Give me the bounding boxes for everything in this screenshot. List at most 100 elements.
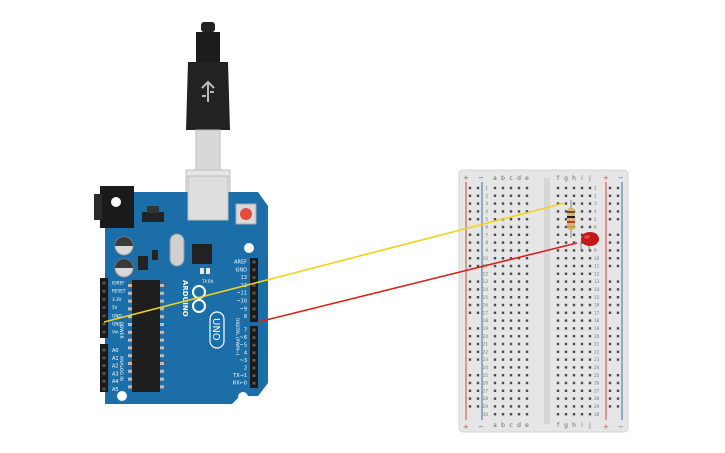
breadboard-hole[interactable] — [572, 288, 576, 291]
breadboard-hole[interactable] — [501, 311, 505, 314]
breadboard-hole[interactable] — [509, 233, 513, 236]
breadboard-hole[interactable] — [525, 225, 529, 229]
rail-hole[interactable] — [468, 350, 472, 353]
breadboard-hole[interactable] — [564, 405, 568, 408]
breadboard-hole[interactable] — [501, 249, 505, 252]
breadboard-hole[interactable] — [580, 288, 584, 291]
rail-hole[interactable] — [476, 303, 480, 307]
breadboard-hole[interactable] — [525, 342, 529, 346]
breadboard-hole[interactable] — [517, 218, 521, 221]
breadboard-hole[interactable] — [580, 366, 584, 369]
breadboard-hole[interactable] — [525, 233, 529, 236]
breadboard-hole[interactable] — [556, 366, 560, 369]
header-pin[interactable] — [102, 379, 106, 383]
breadboard-hole[interactable] — [588, 405, 592, 408]
breadboard-hole[interactable] — [564, 296, 568, 299]
breadboard-hole[interactable] — [572, 389, 576, 392]
rail-hole[interactable] — [616, 381, 620, 385]
breadboard-hole[interactable] — [525, 249, 529, 252]
breadboard-hole[interactable] — [517, 264, 521, 268]
header-pin[interactable] — [102, 281, 106, 285]
breadboard-hole[interactable] — [564, 288, 568, 291]
rail-hole[interactable] — [476, 202, 480, 205]
breadboard-hole[interactable] — [556, 210, 560, 213]
breadboard-hole[interactable] — [572, 342, 576, 346]
rail-hole[interactable] — [476, 296, 480, 299]
rail-hole[interactable] — [608, 249, 612, 252]
header-pin[interactable] — [252, 283, 256, 287]
breadboard-hole[interactable] — [556, 327, 560, 330]
breadboard-hole[interactable] — [572, 335, 576, 338]
rail-hole[interactable] — [468, 335, 472, 338]
breadboard-hole[interactable] — [556, 358, 560, 361]
breadboard-hole[interactable] — [517, 288, 521, 291]
breadboard-hole[interactable] — [501, 194, 505, 197]
breadboard-hole[interactable] — [525, 186, 529, 190]
breadboard-hole[interactable] — [580, 210, 584, 213]
breadboard-hole[interactable] — [493, 389, 497, 392]
rail-hole[interactable] — [476, 327, 480, 330]
header-pin[interactable] — [102, 330, 106, 334]
digital-header-high[interactable] — [250, 258, 258, 322]
breadboard-hole[interactable] — [517, 366, 521, 369]
breadboard-hole[interactable] — [493, 350, 497, 353]
breadboard-hole[interactable] — [517, 381, 521, 385]
breadboard-hole[interactable] — [509, 381, 513, 385]
rail-hole[interactable] — [608, 350, 612, 353]
led[interactable] — [580, 232, 599, 252]
breadboard-hole[interactable] — [564, 202, 568, 205]
breadboard-hole[interactable] — [517, 413, 521, 416]
breadboard-hole[interactable] — [572, 381, 576, 385]
breadboard-hole[interactable] — [525, 397, 529, 400]
breadboard-hole[interactable] — [493, 288, 497, 291]
header-pin[interactable] — [252, 336, 256, 340]
breadboard-hole[interactable] — [588, 358, 592, 361]
breadboard-hole[interactable] — [580, 218, 584, 221]
rail-hole[interactable] — [476, 389, 480, 392]
breadboard-hole[interactable] — [525, 350, 529, 353]
breadboard-hole[interactable] — [509, 257, 513, 260]
breadboard-hole[interactable] — [509, 225, 513, 229]
breadboard-hole[interactable] — [525, 335, 529, 338]
rail-hole[interactable] — [608, 311, 612, 314]
breadboard-hole[interactable] — [517, 225, 521, 229]
breadboard-hole[interactable] — [564, 210, 568, 213]
breadboard-hole[interactable] — [525, 296, 529, 299]
breadboard-hole[interactable] — [501, 397, 505, 400]
rail-hole[interactable] — [468, 389, 472, 392]
breadboard-hole[interactable] — [580, 186, 584, 190]
rail-hole[interactable] — [608, 342, 612, 346]
breadboard-hole[interactable] — [517, 249, 521, 252]
breadboard-hole[interactable] — [588, 366, 592, 369]
breadboard-hole[interactable] — [556, 311, 560, 314]
rail-hole[interactable] — [608, 335, 612, 338]
breadboard-hole[interactable] — [580, 241, 584, 244]
breadboard-hole[interactable] — [580, 257, 584, 260]
header-pin[interactable] — [252, 291, 256, 295]
breadboard-hole[interactable] — [556, 335, 560, 338]
breadboard-hole[interactable] — [564, 194, 568, 197]
rail-hole[interactable] — [468, 374, 472, 377]
breadboard-hole[interactable] — [572, 233, 576, 236]
rail-hole[interactable] — [616, 241, 620, 244]
breadboard-hole[interactable] — [509, 272, 513, 275]
header-pin[interactable] — [102, 322, 106, 326]
breadboard-hole[interactable] — [509, 335, 513, 338]
rail-hole[interactable] — [468, 311, 472, 314]
breadboard-hole[interactable] — [501, 225, 505, 229]
breadboard-hole[interactable] — [493, 303, 497, 307]
breadboard-hole[interactable] — [509, 413, 513, 416]
breadboard-hole[interactable] — [572, 397, 576, 400]
breadboard-hole[interactable] — [509, 342, 513, 346]
breadboard-hole[interactable] — [501, 342, 505, 346]
rail-hole[interactable] — [468, 397, 472, 400]
rail-hole[interactable] — [616, 374, 620, 377]
breadboard-hole[interactable] — [588, 374, 592, 377]
breadboard-hole[interactable] — [580, 374, 584, 377]
rail-hole[interactable] — [616, 296, 620, 299]
rail-hole[interactable] — [616, 335, 620, 338]
rail-hole[interactable] — [616, 202, 620, 205]
breadboard-hole[interactable] — [501, 350, 505, 353]
breadboard-hole[interactable] — [509, 311, 513, 314]
